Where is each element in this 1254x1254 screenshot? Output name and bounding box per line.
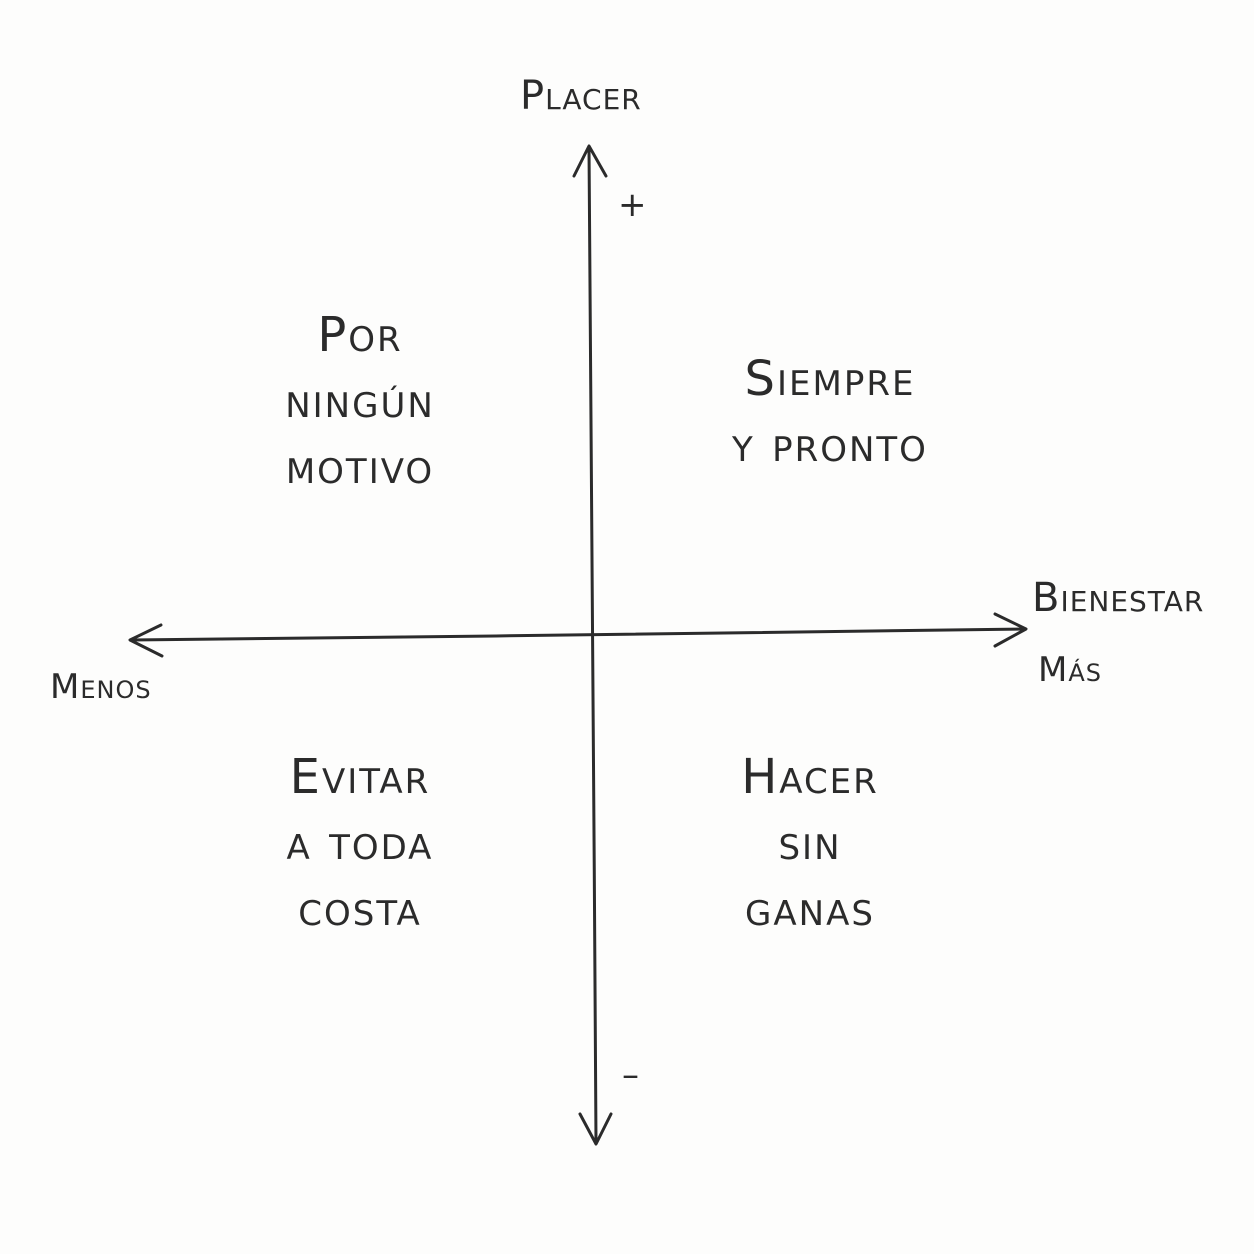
horizontal-axis-title: Bienestar — [1032, 575, 1205, 621]
quadrant-text-line: a toda — [286, 815, 434, 871]
quadrant-bottom-left: Evitar a toda costa — [240, 744, 480, 942]
quadrant-text-line: Por — [317, 307, 403, 363]
vertical-axis-title: Placer — [520, 73, 642, 119]
vertical-axis-line — [587, 146, 598, 1144]
plus-sign: + — [618, 185, 648, 225]
horizontal-axis-less-label: Menos — [50, 667, 152, 707]
quadrant-text-line: costa — [298, 881, 422, 937]
quadrant-bottom-right: Hacer sin ganas — [700, 744, 920, 942]
horizontal-axis-arrow-left — [128, 623, 164, 658]
quadrant-text-line: Siempre — [744, 351, 916, 407]
quadrant-text-line: Evitar — [289, 749, 431, 805]
vertical-axis-arrow-up — [572, 144, 608, 178]
quadrant-top-left: Por ningún motivo — [250, 302, 470, 500]
minus-sign: – — [622, 1055, 640, 1095]
quadrant-text-line: ganas — [745, 881, 875, 937]
horizontal-axis-line — [129, 627, 1026, 642]
quadrant-top-right: Siempre y pronto — [700, 346, 960, 478]
quadrant-text-line: ningún — [285, 373, 435, 429]
quadrant-text-line: Hacer — [741, 749, 879, 805]
horizontal-axis-arrow-right — [993, 612, 1028, 648]
quadrant-text-line: sin — [778, 815, 842, 871]
horizontal-axis-more-label: Más — [1038, 650, 1102, 690]
vertical-axis-arrow-down — [578, 1112, 613, 1146]
quadrant-text-line: motivo — [285, 439, 435, 495]
quadrant-text-line: y pronto — [732, 417, 928, 473]
